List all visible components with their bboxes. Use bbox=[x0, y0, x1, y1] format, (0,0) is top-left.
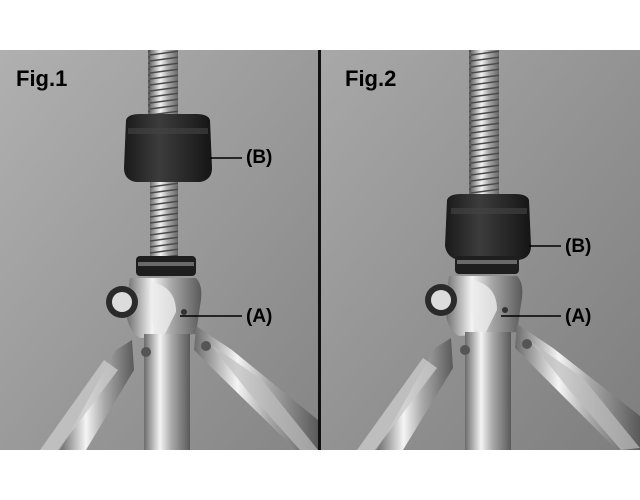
threaded-rod-upper bbox=[148, 50, 178, 124]
callout-b: (B) bbox=[246, 147, 273, 168]
collar bbox=[455, 256, 519, 274]
callout-a: (A) bbox=[565, 306, 592, 327]
figure-panel-2: Fig.2 (B) (A) bbox=[321, 50, 640, 450]
photo-fig-2 bbox=[321, 50, 640, 450]
photo-fig-1 bbox=[0, 50, 318, 450]
callout-a: (A) bbox=[246, 306, 273, 327]
callout-b: (B) bbox=[565, 236, 592, 257]
wing-nut-b bbox=[124, 114, 212, 182]
figure-label: Fig.2 bbox=[345, 66, 397, 91]
threaded-rod-lower bbox=[150, 182, 178, 258]
threaded-rod bbox=[469, 50, 499, 198]
panel-divider bbox=[318, 50, 321, 450]
main-tube bbox=[465, 332, 511, 450]
wing-nut-b bbox=[445, 194, 531, 260]
figure-label: Fig.1 bbox=[16, 66, 68, 91]
figure-panel-1: Fig.1 (B) (A) bbox=[0, 50, 318, 450]
main-tube bbox=[144, 334, 190, 450]
figure-frame: Fig.1 (B) (A) bbox=[0, 50, 640, 450]
